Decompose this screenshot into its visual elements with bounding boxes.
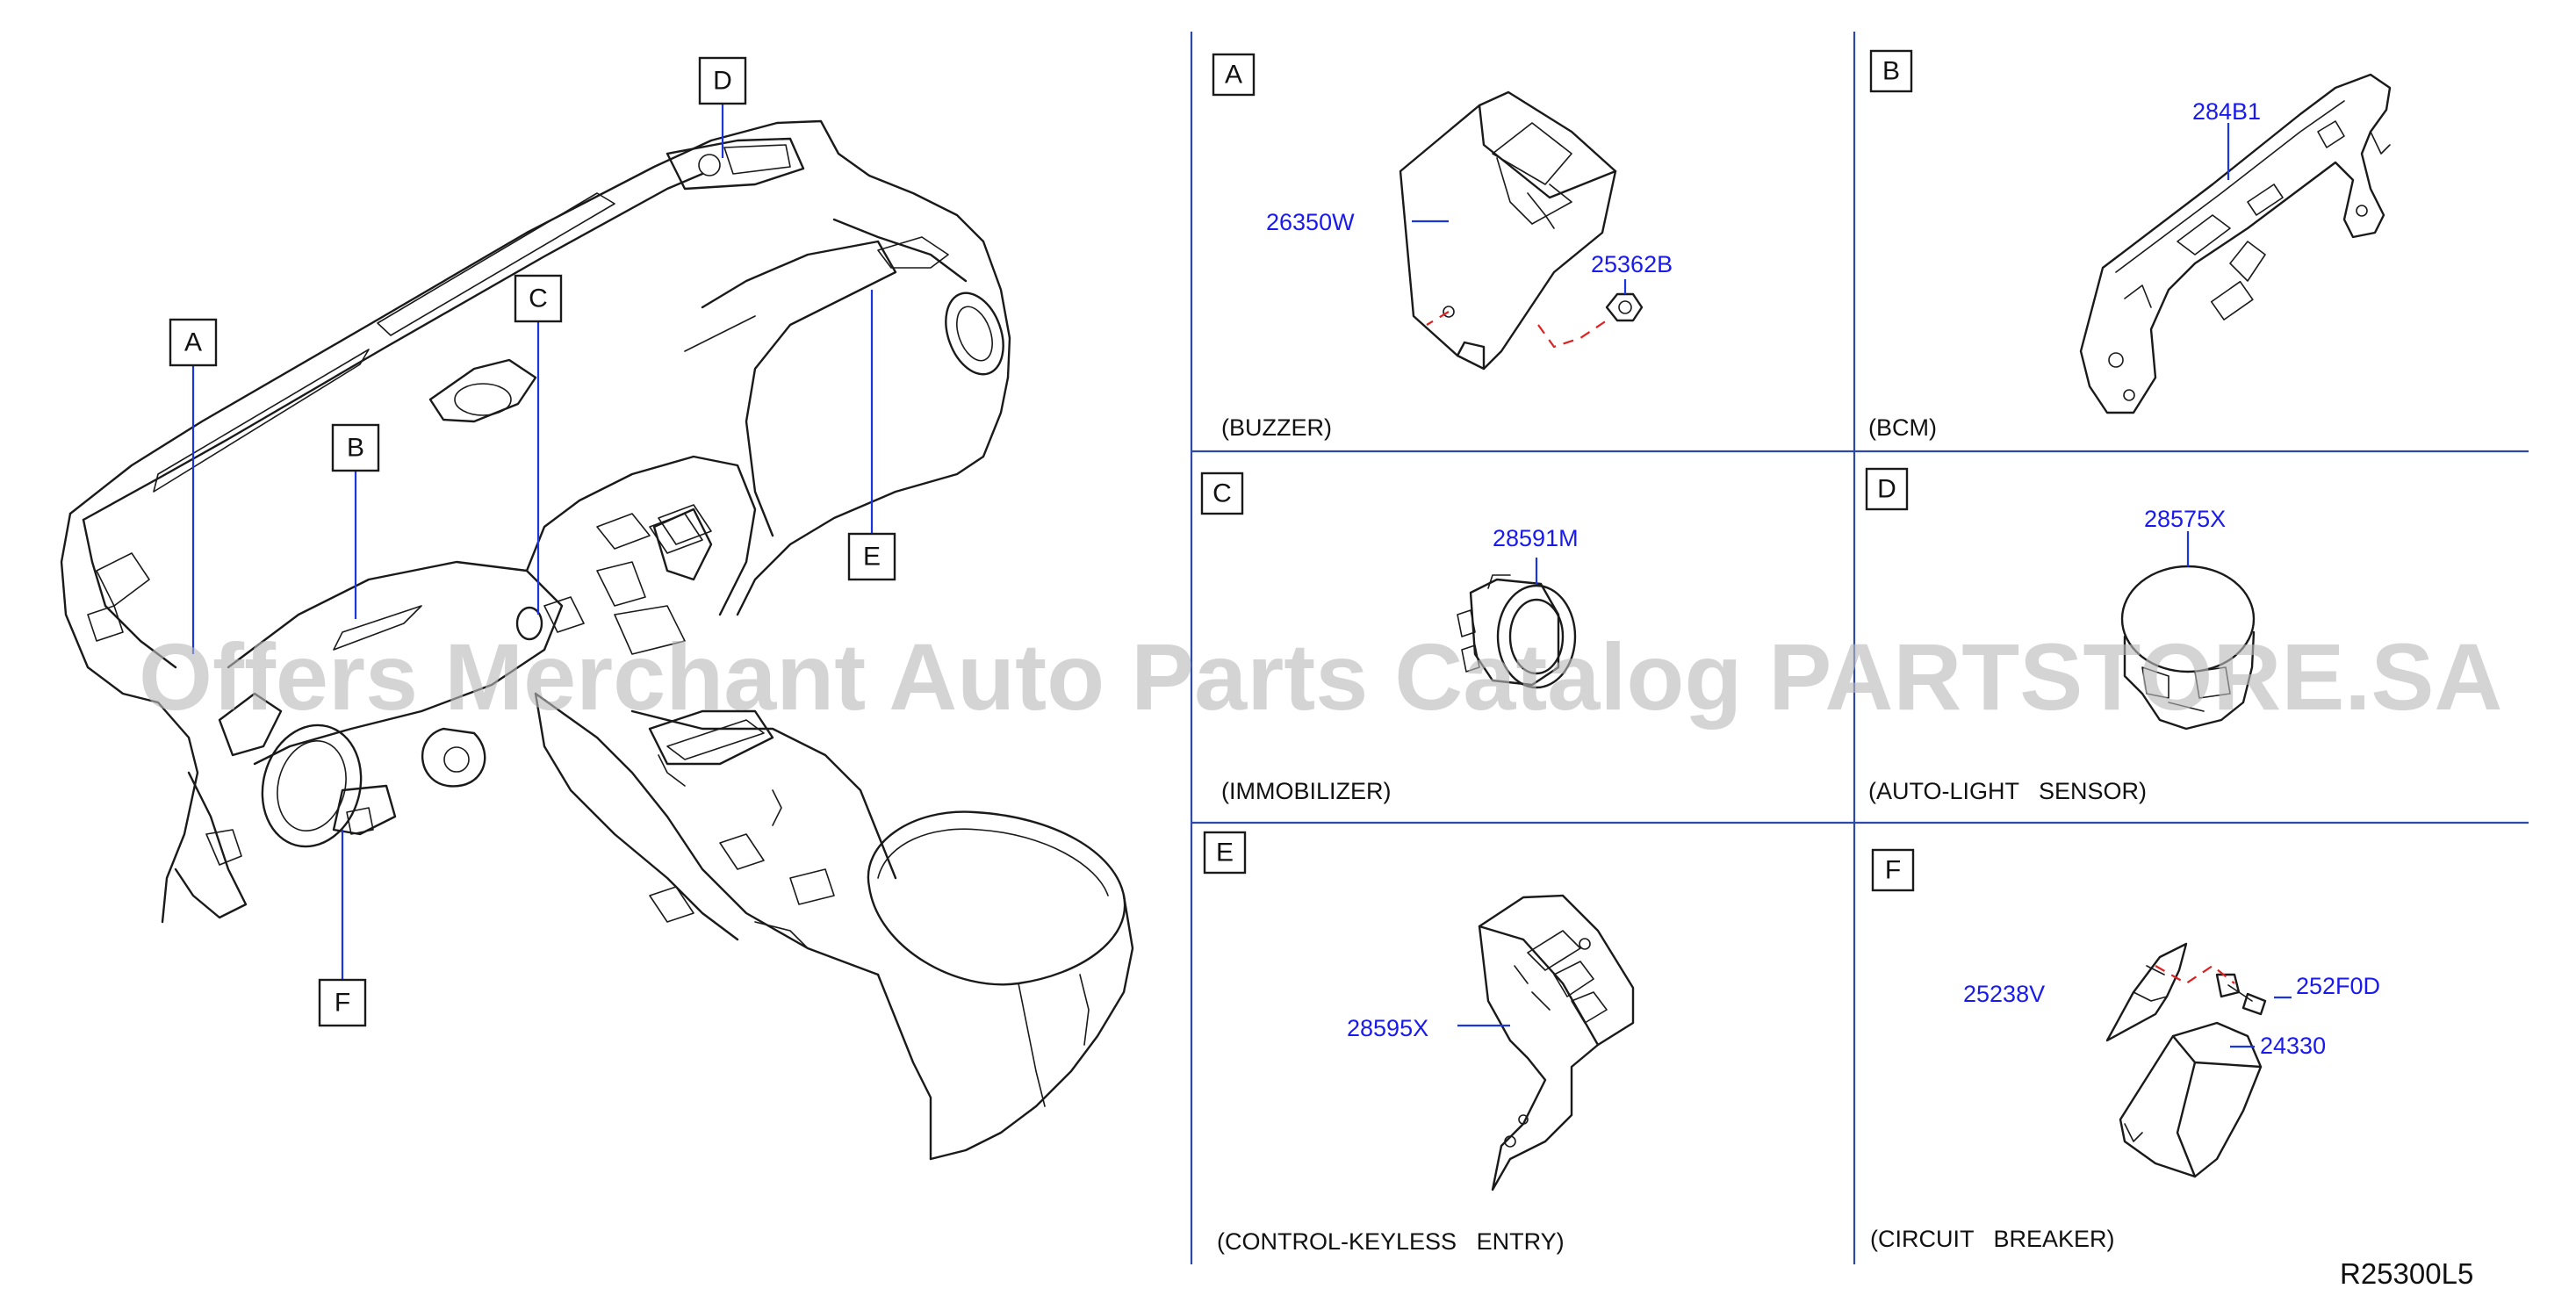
svg-text:D: D: [713, 67, 732, 96]
svg-text:(IMMOBILIZER): (IMMOBILIZER): [1221, 778, 1392, 804]
panel-f-circuit-breaker: F 25238V 252F0D 24330 (CIRCUIT BREAKER): [1870, 848, 2380, 1252]
svg-text:E: E: [1216, 839, 1234, 867]
dashboard-overview: [60, 119, 1134, 1161]
svg-text:28591M: 28591M: [1493, 525, 1579, 551]
svg-text:(CIRCUIT BREAKER): (CIRCUIT BREAKER): [1870, 1226, 2115, 1252]
panel-grid: [1190, 32, 2529, 1264]
panel-e-keyless-entry: E 28595X (CONTROL-KEYLESS ENTRY): [1203, 831, 1635, 1255]
overview-leaders: [191, 104, 874, 980]
svg-text:C: C: [529, 284, 548, 313]
watermark-text: Offers Merchant Auto Parts Catalog PARTS…: [139, 623, 2502, 730]
callout-D: D: [698, 56, 747, 105]
svg-text:D: D: [1877, 475, 1896, 504]
callout-E: E: [847, 532, 896, 581]
svg-text:(BUZZER): (BUZZER): [1221, 414, 1332, 441]
svg-text:C: C: [1212, 479, 1232, 508]
svg-text:284B1: 284B1: [2192, 98, 2261, 125]
callout-F: F: [318, 978, 367, 1027]
panel-a-buzzer: A 26350W 25362B (BUZZER): [1212, 53, 1673, 441]
svg-text:A: A: [184, 328, 202, 357]
svg-text:F: F: [1885, 856, 1901, 885]
svg-text:(AUTO-LIGHT SENSOR): (AUTO-LIGHT SENSOR): [1868, 778, 2147, 804]
svg-text:B: B: [347, 434, 364, 463]
svg-text:(BCM): (BCM): [1868, 414, 1937, 441]
callout-B: B: [331, 423, 380, 472]
svg-text:28575X: 28575X: [2144, 506, 2226, 532]
callout-A: A: [169, 318, 218, 367]
callout-C: C: [514, 274, 563, 323]
svg-text:24330: 24330: [2260, 1033, 2326, 1059]
diagram-reference-code: R25300L5: [2340, 1257, 2473, 1290]
svg-text:E: E: [863, 543, 881, 572]
panel-b-bcm: B 284B1 (BCM): [1868, 49, 2392, 441]
panel-c-immobilizer: C 28591M (IMMOBILIZER): [1200, 472, 1579, 804]
svg-text:25362B: 25362B: [1591, 251, 1673, 277]
svg-text:28595X: 28595X: [1347, 1015, 1428, 1041]
svg-text:26350W: 26350W: [1266, 209, 1355, 235]
svg-text:A: A: [1225, 61, 1242, 90]
svg-text:F: F: [335, 989, 350, 1018]
svg-text:(CONTROL-KEYLESS ENTRY): (CONTROL-KEYLESS ENTRY): [1217, 1228, 1565, 1255]
svg-text:25238V: 25238V: [1963, 981, 2045, 1007]
svg-text:252F0D: 252F0D: [2296, 973, 2380, 999]
panel-d-auto-light-sensor: D 28575X (AUTO-LIGHT SENSOR): [1865, 467, 2256, 804]
svg-text:B: B: [1882, 57, 1900, 86]
